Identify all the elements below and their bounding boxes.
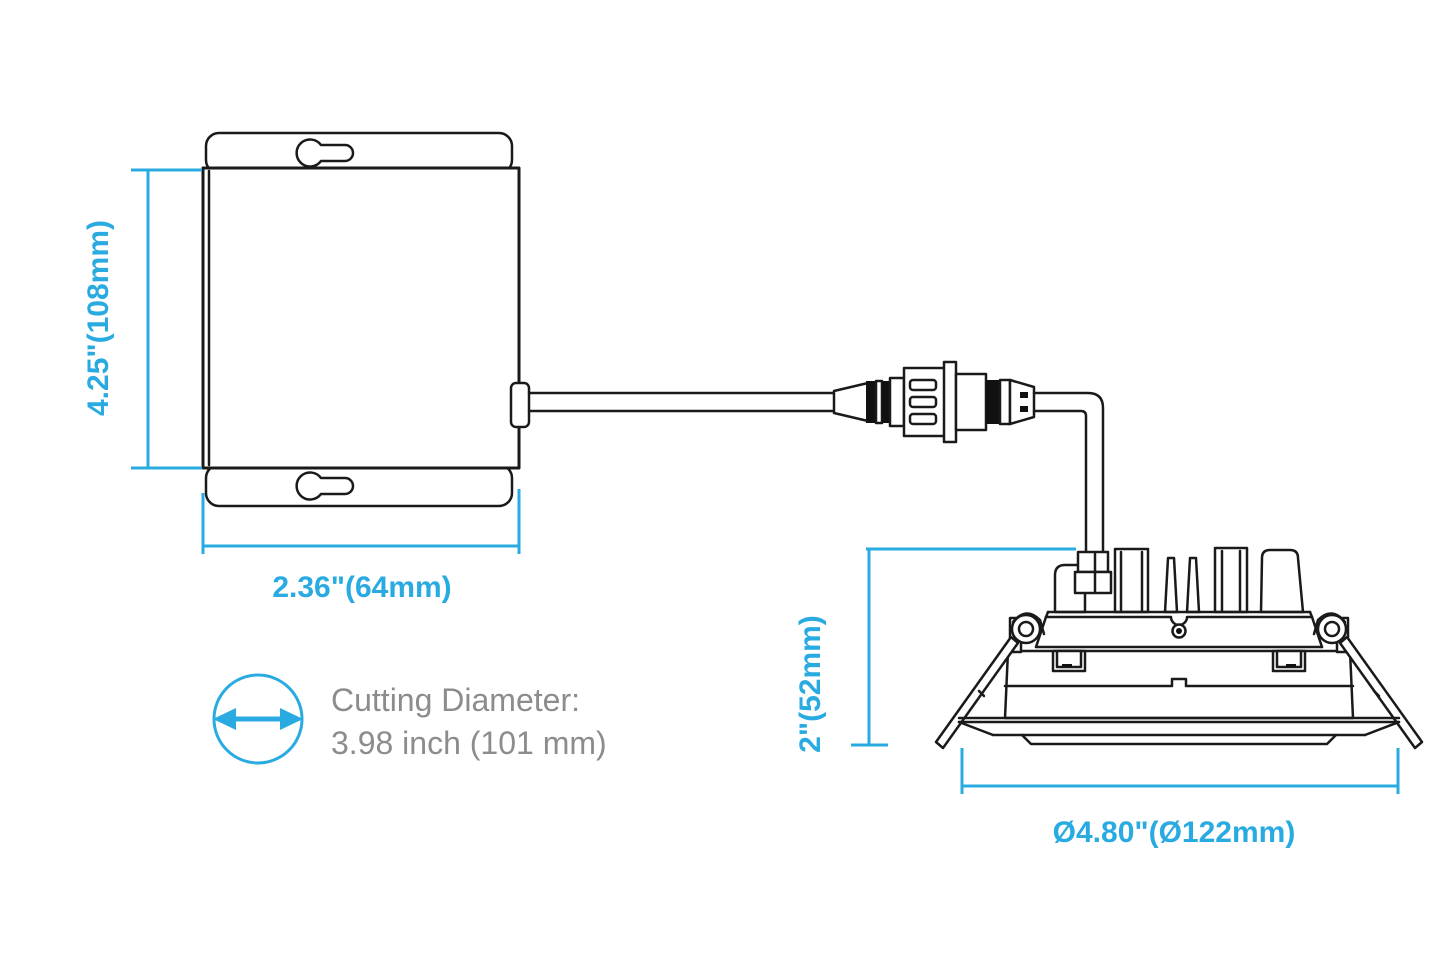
fin-6 — [1259, 548, 1305, 614]
diameter-circle-arrow-icon — [212, 673, 304, 765]
heat-sink-fins — [1053, 546, 1305, 614]
housing-wall-right — [1310, 615, 1324, 649]
clip-hook-left — [1011, 612, 1046, 636]
cable-exit-stub — [509, 381, 531, 429]
keyhole-slot-bottom — [295, 471, 355, 501]
clip-arm-right-joint — [1372, 689, 1381, 698]
connector-nut-slot-2 — [908, 395, 938, 409]
recess-height-label: 2"(52mm) — [794, 615, 827, 753]
cutting-diameter-value: 3.98 inch (101 mm) — [331, 725, 607, 761]
gland-bottom-block — [1073, 570, 1113, 595]
connector-ring-gap-2 — [998, 378, 1012, 426]
connector-nut-slot-3 — [908, 412, 938, 426]
fin-4 — [1185, 556, 1201, 614]
lens-profile — [1020, 733, 1338, 746]
connector-ring-2 — [882, 381, 890, 423]
junction-box-height-label: 4.25"(108mm) — [82, 220, 115, 416]
fin-5 — [1213, 546, 1249, 614]
connector-ring-1 — [866, 381, 876, 423]
diameter-arrowhead-left — [213, 708, 236, 730]
fixture-housing — [1034, 610, 1324, 649]
connector-ring-gap-1 — [874, 379, 884, 425]
fin-3 — [1163, 556, 1179, 614]
clip-arm-left-joint — [977, 689, 986, 698]
connector-pin-mark-1 — [1020, 392, 1028, 398]
housing-screw-center — [1176, 628, 1182, 634]
spring-clip-left — [934, 612, 1046, 750]
recess-height-dimension: 2"(52mm) — [794, 547, 1076, 753]
housing-wall-left — [1034, 615, 1048, 649]
cutting-diameter-note: Cutting Diameter: 3.98 inch (101 mm) — [212, 673, 607, 765]
keyhole-slot-top — [295, 138, 355, 168]
cable-elbow-outer — [1032, 391, 1105, 555]
flange-bevel-left — [957, 720, 995, 737]
width-dimension-junction-box: 2.36"(64mm) — [201, 489, 521, 604]
mounting-tab-bottom — [204, 463, 514, 508]
connector-end-cap — [1008, 378, 1036, 426]
power-cable — [509, 360, 1105, 555]
connector-left-taper — [832, 381, 870, 423]
flange-diameter-label: Ø4.80"(Ø122mm) — [1053, 816, 1296, 849]
connector-pin-mark-2 — [1020, 406, 1028, 412]
cutting-diameter-title: Cutting Diameter: — [331, 682, 580, 718]
gland-top-block — [1076, 550, 1110, 574]
downlight-fixture — [934, 546, 1424, 750]
quick-connector — [832, 360, 1036, 444]
connector-barrel-left — [888, 376, 906, 428]
connector-ring-3 — [986, 380, 1000, 424]
junction-box-body — [201, 166, 521, 470]
clip-arm-right — [1338, 635, 1424, 750]
connector-nut-slot-1 — [908, 378, 938, 392]
junction-box-width-label: 2.36"(64mm) — [272, 571, 451, 604]
fixture-body — [1003, 649, 1355, 720]
spring-clip-right — [1312, 612, 1424, 750]
cable-elbow-inner — [1032, 409, 1088, 555]
trim-flange — [957, 716, 1401, 746]
body-seam-line — [1003, 677, 1355, 688]
clip-hook-right — [1312, 612, 1347, 636]
flange-bevel-right — [1363, 720, 1401, 737]
body-latch-left-mark — [1062, 664, 1072, 667]
connector-barrel-right — [954, 372, 988, 432]
clip-arm-left — [934, 635, 1020, 750]
body-latch-right-mark — [1286, 664, 1296, 667]
clip-coil-right-inner — [1323, 620, 1341, 638]
clip-coil-left-inner — [1017, 620, 1035, 638]
junction-box — [201, 131, 521, 508]
height-dimension-junction-box: 4.25"(108mm) — [82, 168, 202, 470]
connector-flange — [942, 360, 958, 444]
flange-diameter-dimension: Ø4.80"(Ø122mm) — [960, 748, 1400, 849]
cable-gland — [1073, 550, 1113, 595]
diameter-arrowhead-right — [280, 708, 303, 730]
